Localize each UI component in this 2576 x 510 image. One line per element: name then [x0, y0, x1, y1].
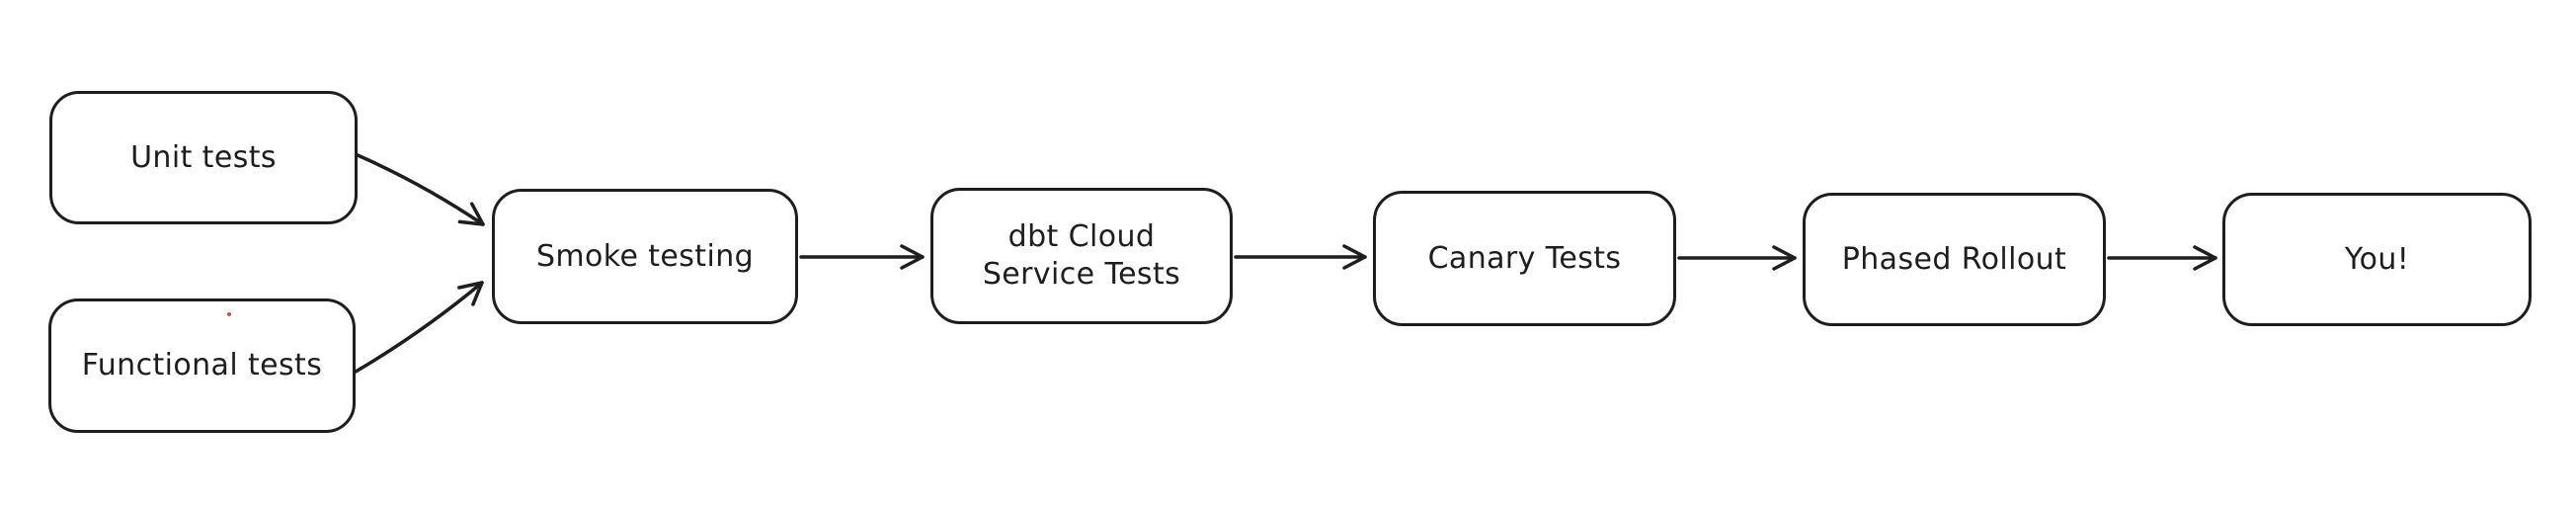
edge-functional-tests-to-smoke-testing [354, 281, 484, 374]
node-phased-rollout-label: Phased Rollout [1841, 241, 2067, 277]
node-canary-tests-label: Canary Tests [1427, 240, 1622, 276]
node-dbt-label-line2: Service Tests [982, 257, 1181, 292]
red-dot-artifact [227, 312, 231, 316]
node-unit-tests-label: Unit tests [130, 139, 277, 175]
node-you-label: You! [2344, 241, 2410, 277]
node-canary-tests: Canary Tests [1373, 191, 1676, 326]
node-functional-tests-label: Functional tests [81, 348, 323, 382]
node-smoke-testing-label: Smoke testing [535, 238, 755, 274]
node-dbt-cloud-service-tests: dbt Cloud Service Tests [930, 188, 1233, 324]
node-dbt-label-line1: dbt Cloud [1007, 219, 1156, 254]
edge-unit-tests-to-smoke-testing [356, 153, 485, 226]
node-you: You! [2222, 193, 2532, 326]
node-smoke-testing: Smoke testing [492, 189, 798, 324]
node-functional-tests: Functional tests [48, 298, 356, 433]
node-phased-rollout: Phased Rollout [1803, 193, 2106, 326]
node-unit-tests: Unit tests [49, 91, 358, 224]
node-dbt-cloud-service-tests-label: dbt Cloud Service Tests [983, 218, 1180, 294]
